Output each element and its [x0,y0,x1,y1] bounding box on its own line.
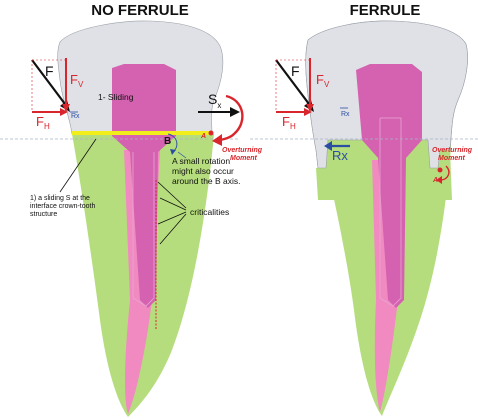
right-fv-arrowhead [306,104,314,112]
left-tooth-panel: NO FERRULE F FV FH [0,2,263,417]
criticality-leader-1 [157,181,187,209]
rotation-note-line2: might also occur [172,166,234,176]
right-rx-small-label: Rx [341,111,350,118]
point-b-label: B [164,136,171,147]
right-force-f-arrow [275,59,313,109]
right-point-a-label: A [432,177,438,184]
left-force-f-arrow [31,59,69,109]
right-rx-big-label: Rx [332,148,348,163]
right-force-f-label: F [291,63,300,79]
left-point-a-label: A [200,133,206,140]
right-tooth-panel: FERRULE F FV FH [250,2,478,416]
sx-label: Sx [208,91,221,110]
sliding-note-line2: interface crown-tooth [30,203,95,210]
right-post-outline [379,117,402,307]
right-overturning-line2: Moment [438,155,466,162]
crown-tooth-interface [72,131,212,135]
left-rx-small-label: Rx [71,113,80,120]
right-rx-big-arrowhead [324,141,332,151]
rotation-note-line1: A small rotation [172,156,230,166]
left-title: NO FERRULE [91,2,189,19]
right-fh-arrowhead [304,108,312,116]
sliding-note-line3: structure [30,211,57,218]
right-post-core [356,64,422,308]
left-post-core [112,64,176,308]
left-post-outline [132,152,155,307]
criticality-leader-4 [159,213,187,245]
left-overturning-line1: Overturning [222,147,263,154]
left-fh-label: FH [36,114,50,131]
right-overturning-arrowhead [436,176,442,184]
left-force-f-label: F [45,63,54,79]
right-fh-label: FH [282,114,296,131]
left-fv-arrowhead [62,104,70,112]
criticality-leader-3 [157,211,187,225]
sliding-label: 1- Sliding [98,92,134,102]
left-fh-arrowhead [60,108,68,116]
left-overturning-arrow [217,94,244,142]
criticalities-label: criticalities [190,207,229,217]
rotation-leader [177,151,187,159]
right-fv-label: FV [316,72,330,89]
right-overturning-line1: Overturning [432,147,473,154]
rotation-note-line3: around the B axis. [172,176,241,186]
rotation-arrowhead [170,149,176,155]
left-overturning-line2: Moment [230,155,258,162]
right-title: FERRULE [350,2,421,19]
criticality-leader-2 [159,197,187,211]
sliding-note-line1: 1) a sliding S at the [30,195,90,202]
left-overturning-arrowhead [212,134,222,146]
left-point-a [208,130,214,136]
right-point-a [437,167,443,173]
sx-arrowhead [230,107,240,117]
sliding-note-leader [59,138,97,193]
left-fv-label: FV [70,72,84,89]
